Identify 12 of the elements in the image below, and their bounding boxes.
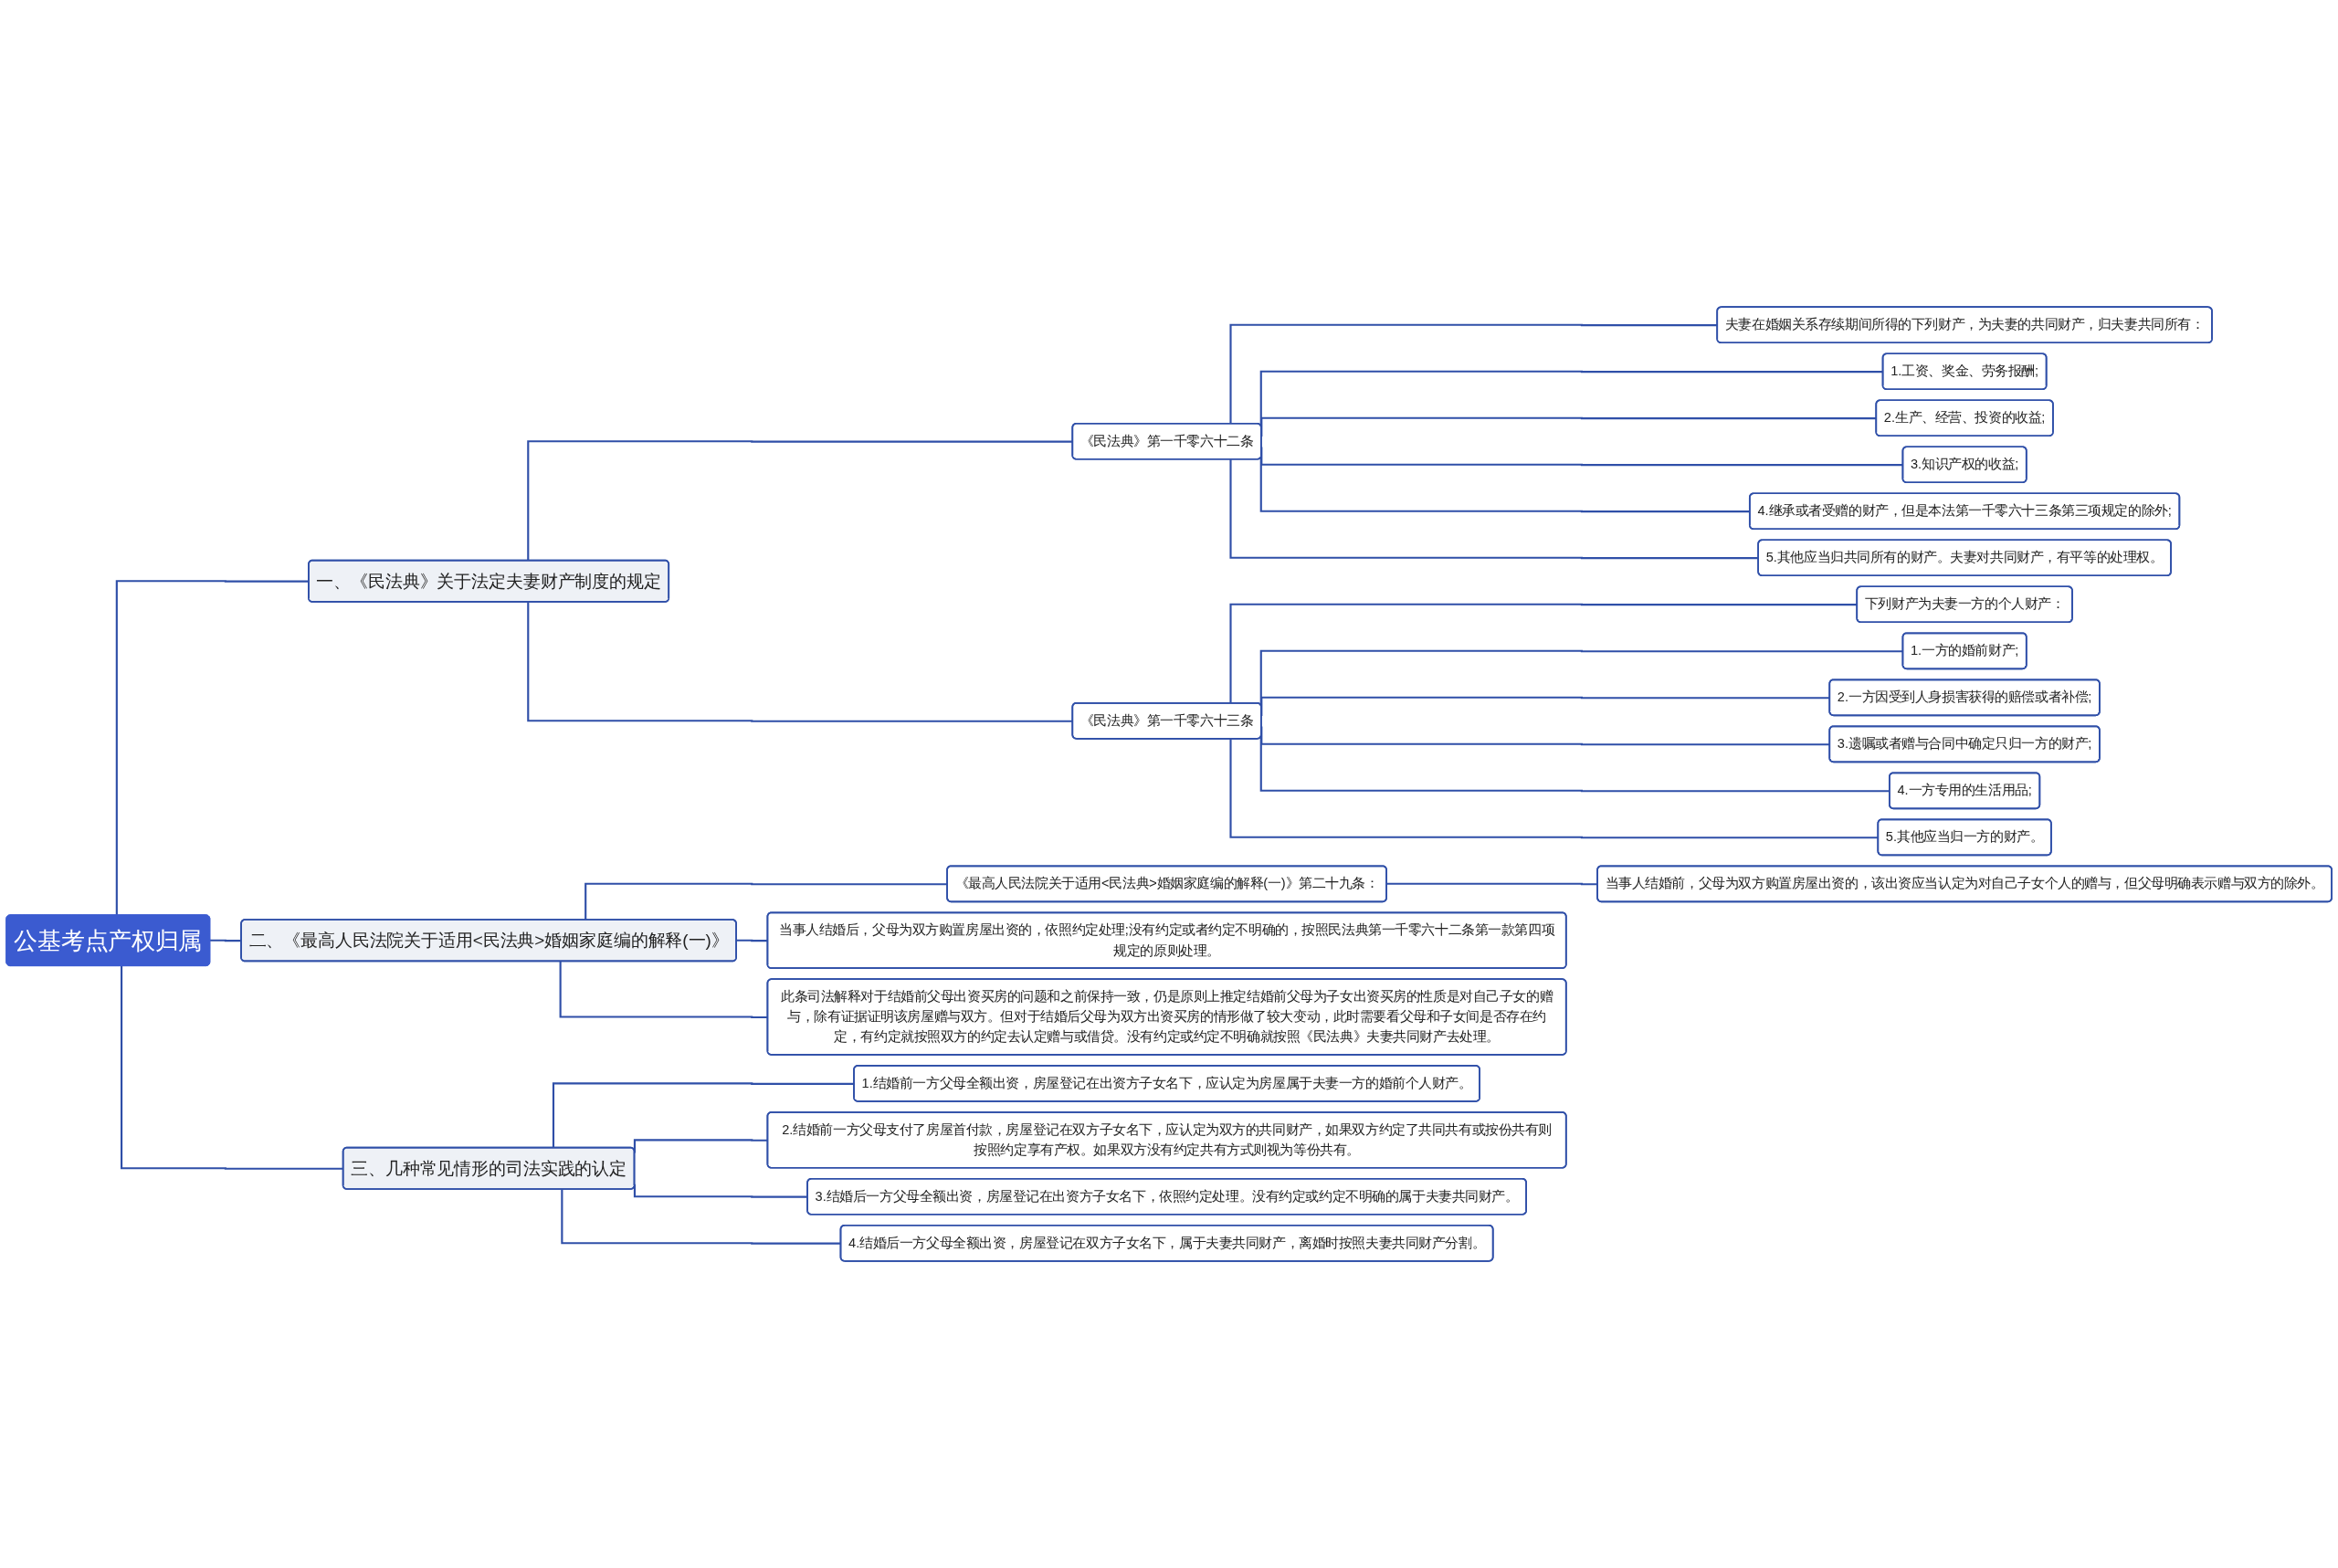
connector [633, 1139, 768, 1153]
connector [1229, 459, 1759, 560]
connector [584, 882, 948, 921]
connector [1229, 323, 1718, 425]
connector [209, 939, 242, 942]
connector [561, 1189, 841, 1245]
connector [527, 440, 1073, 561]
connector [527, 602, 1073, 722]
connector [1229, 739, 1879, 839]
connector [559, 961, 768, 1018]
connector [1229, 603, 1858, 704]
connector [552, 1082, 855, 1148]
